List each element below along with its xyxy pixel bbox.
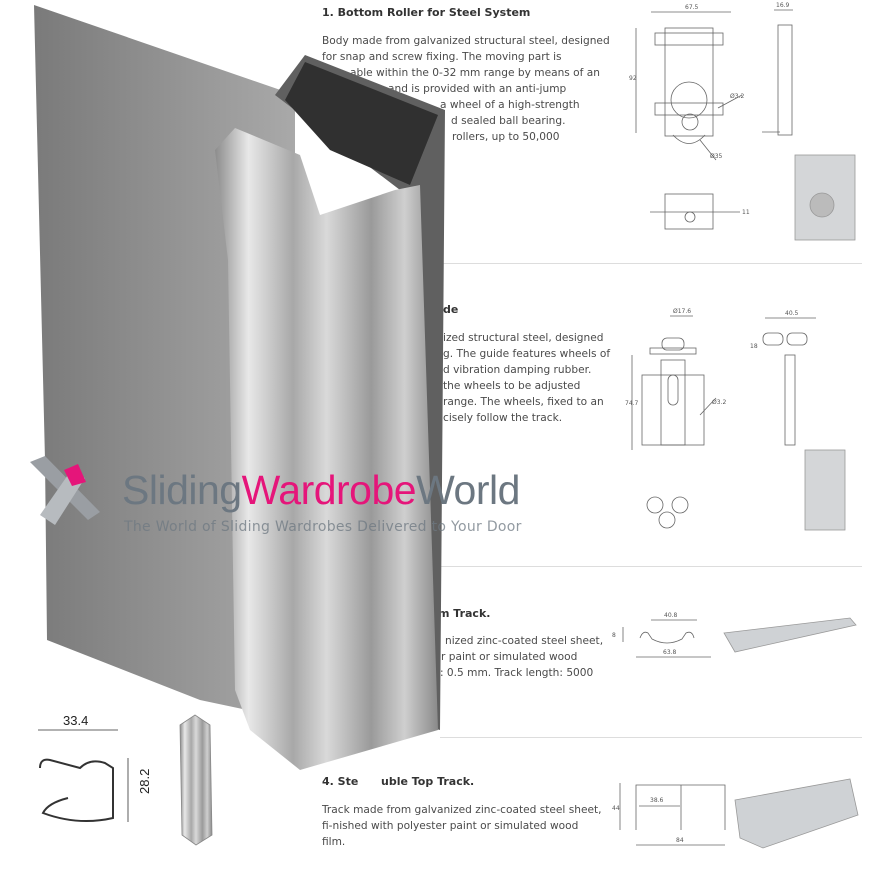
double-top-track-drawing: 38.6 44 84 (612, 778, 859, 849)
dim-label: Ø35 (710, 153, 723, 160)
section-4-title-part: uble Top Track. (381, 775, 475, 788)
section-2-title: de (443, 303, 459, 316)
section-divider (440, 737, 862, 738)
dim-label: 44 (612, 805, 620, 812)
dim-label: 16.9 (776, 2, 790, 9)
logo-tagline: The World of Sliding Wardrobes Delivered… (124, 519, 522, 535)
section-3-line: : 0.5 mm. Track length: 5000 (440, 667, 594, 679)
section-2-line: d vibration damping rubber. (443, 364, 592, 376)
section-2-line: g. The guide features wheels of (443, 348, 611, 360)
dim-label: 11 (742, 209, 750, 216)
dim-label: 28.2 (137, 769, 152, 794)
dim-label: 63.8 (663, 649, 677, 656)
dim-label: 33.4 (63, 713, 88, 728)
section-1-title: 1. Bottom Roller for Steel System (322, 6, 531, 19)
logo-mark (30, 456, 100, 525)
section-2-line: range. The wheels, fixed to an (443, 396, 604, 408)
bottom-roller-drawing: 67.5 92 Ø3.2 Ø35 16.9 11 (629, 2, 856, 241)
dim-label: 38.6 (650, 797, 664, 804)
section-1-line: rollers, up to 50,000 (452, 131, 560, 143)
section-divider (440, 566, 862, 567)
section-2-line: the wheels to be adjusted (443, 380, 581, 392)
section-3-line: r paint or simulated wood (441, 651, 578, 663)
dim-label: 74.7 (625, 400, 639, 407)
section-1-line: and is provided with an anti-jump (388, 83, 567, 95)
section-1-line: able within the 0-32 mm range by means o… (350, 67, 600, 79)
section-3-line: nized zinc-coated steel sheet, (445, 635, 604, 647)
section-divider (440, 263, 862, 264)
section-1-line: d sealed ball bearing. (451, 115, 566, 127)
dim-label: 67.5 (685, 4, 699, 11)
dim-label: 18 (750, 343, 758, 350)
dim-label: 92 (629, 75, 637, 82)
section-4-title-part: 4. Ste (322, 775, 359, 788)
steel-profile-handle (215, 55, 445, 770)
dim-label: 40.5 (785, 310, 799, 317)
section-1-line: Body made from galvanized structural ste… (322, 35, 610, 47)
dim-label: Ø17.6 (673, 308, 691, 315)
section-1-line: a wheel of a high-strength (440, 99, 580, 111)
section-2-line: cisely follow the track. (443, 412, 563, 424)
dim-label: 8 (612, 632, 616, 639)
bottom-track-drawing: 40.8 8 63.8 (612, 612, 857, 658)
section-2-line: ized structural steel, designed (443, 332, 604, 344)
logo-wordmark: SlidingWardrobeWorld (122, 467, 520, 513)
profile-cross-section: 33.4 28.2 (38, 713, 213, 846)
dim-label: Ø3.2 (730, 93, 744, 100)
section-4-line: Track made from galvanized zinc-coated s… (322, 804, 602, 816)
top-guide-drawing: Ø17.6 74.7 Ø3.2 40.5 18 (625, 308, 846, 531)
dim-label: 84 (676, 837, 684, 844)
dim-label: Ø3.2 (712, 399, 726, 406)
section-4-line: film. (322, 836, 346, 848)
dim-label: 40.8 (664, 612, 678, 619)
section-3-title: m Track. (438, 607, 491, 620)
section-1-line: for snap and screw fixing. The moving pa… (322, 51, 562, 63)
section-4-line: fi-nished with polyester paint or simula… (322, 820, 579, 832)
